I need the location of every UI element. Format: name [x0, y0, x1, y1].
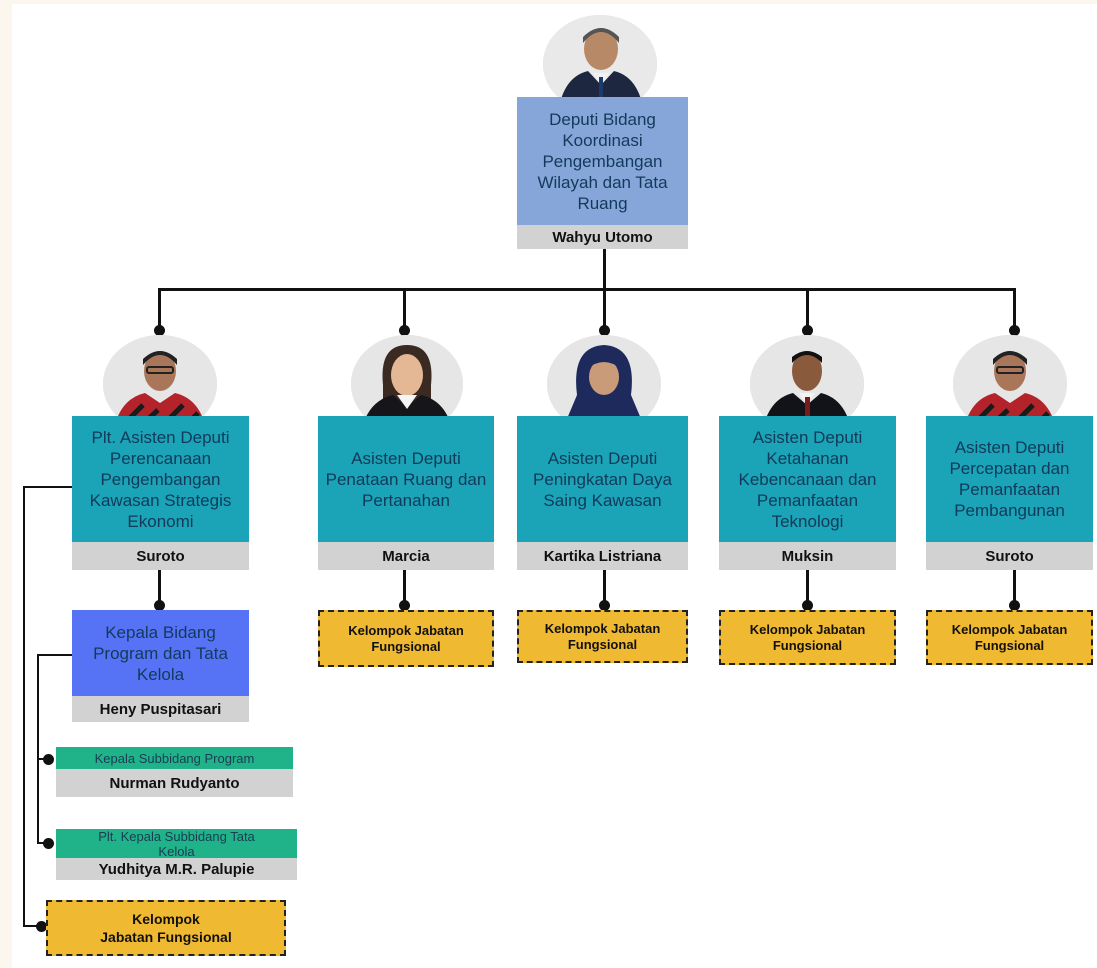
connector-line: [806, 570, 809, 610]
asdep-1-name-box: Suroto: [72, 542, 249, 570]
subbidang-2-name-box: Yudhitya M.R. Palupie: [56, 858, 297, 880]
connector-line: [23, 925, 43, 927]
asdep-4-group: Kelompok Jabatan Fungsional: [749, 621, 866, 653]
asdep-2-title: Asisten Deputi Penataan Ruang dan Pertan…: [325, 448, 487, 510]
connector-line: [158, 288, 161, 330]
bidang-name: Heny Puspitasari: [99, 700, 222, 718]
asdep-5-title: Asisten Deputi Percepatan dan Pemanfaata…: [949, 438, 1070, 520]
asdep-2-name: Marcia: [382, 547, 430, 565]
bidang-title-box: Kepala Bidang Program dan Tata Kelola: [72, 610, 249, 696]
asdep-4-name: Muksin: [781, 547, 834, 565]
connector-dot: [599, 600, 610, 611]
asdep-2-group: Kelompok Jabatan Fungsional: [348, 622, 464, 654]
asdep-5-name-box: Suroto: [926, 542, 1093, 570]
subbidang-1-name: Nurman Rudyanto: [109, 774, 240, 792]
subbidang-2-name: Yudhitya M.R. Palupie: [98, 860, 255, 878]
connector-line: [37, 654, 73, 656]
connector-line: [23, 486, 73, 488]
subbidang-1-title: Kepala Subbidang Program: [94, 750, 255, 766]
asdep-4-title-box: Asisten Deputi Ketahanan Kebencanaan dan…: [719, 416, 896, 542]
asdep-4-group-box: Kelompok Jabatan Fungsional: [719, 610, 896, 665]
asdep-3-title-box: Asisten Deputi Peningkatan Daya Saing Ka…: [517, 416, 688, 542]
asdep-5-title-box: Asisten Deputi Percepatan dan Pemanfaata…: [926, 416, 1093, 542]
bidang-title: Kepala Bidang Program dan Tata Kelola: [93, 622, 228, 684]
asdep-5-name: Suroto: [985, 547, 1034, 565]
left-group-line1: Kelompok: [132, 911, 200, 927]
connector-line: [603, 570, 606, 610]
connector-line: [1013, 288, 1016, 330]
asdep-5-group: Kelompok Jabatan Fungsional: [951, 621, 1068, 653]
connector-line: [403, 570, 406, 610]
connector-dot: [43, 838, 54, 849]
asdep-4-name-box: Muksin: [719, 542, 896, 570]
connector-dot: [43, 754, 54, 765]
connector-line: [158, 288, 1016, 291]
deputi-name-box: Wahyu Utomo: [517, 225, 688, 249]
connector-line: [37, 654, 39, 844]
asdep-1-title-box: Plt. Asisten Deputi Perencanaan Pengemba…: [72, 416, 249, 542]
deputi-title-box: Deputi Bidang Koordinasi Pengembangan Wi…: [517, 97, 688, 225]
asdep-3-title: Asisten Deputi Peningkatan Daya Saing Ka…: [533, 448, 672, 510]
connector-dot: [154, 600, 165, 611]
connector-dot: [399, 600, 410, 611]
asdep-5-group-box: Kelompok Jabatan Fungsional: [926, 610, 1093, 665]
connector-dot: [802, 600, 813, 611]
asdep-3-group-box: Kelompok Jabatan Fungsional: [517, 610, 688, 663]
connector-dot: [1009, 325, 1020, 336]
asdep-3-name: Kartika Listriana: [543, 547, 662, 565]
connector-dot: [154, 325, 165, 336]
connector-line: [1013, 570, 1016, 610]
connector-dot: [36, 921, 47, 932]
asdep-2-group-box: Kelompok Jabatan Fungsional: [318, 610, 494, 667]
connector-line: [603, 288, 606, 330]
subbidang-2-title-box: Plt. Kepala Subbidang Tata Kelola: [56, 829, 297, 858]
subbidang-2-title: Plt. Kepala Subbidang Tata Kelola: [98, 829, 255, 858]
avatar-deputi: [543, 15, 657, 113]
deputi-title: Deputi Bidang Koordinasi Pengembangan Wi…: [537, 109, 668, 213]
asdep-1-title: Plt. Asisten Deputi Perencanaan Pengemba…: [89, 427, 232, 531]
bidang-name-box: Heny Puspitasari: [72, 696, 249, 722]
asdep-4-title: Asisten Deputi Ketahanan Kebencanaan dan…: [738, 427, 877, 531]
asdep-3-name-box: Kartika Listriana: [517, 542, 688, 570]
subbidang-1-title-box: Kepala Subbidang Program: [56, 747, 293, 769]
connector-dot: [399, 325, 410, 336]
asdep-2-name-box: Marcia: [318, 542, 494, 570]
connector-line: [806, 288, 809, 330]
asdep-1-name: Suroto: [136, 547, 185, 565]
left-group-line2: Jabatan Fungsional: [100, 929, 232, 945]
connector-line: [23, 486, 25, 927]
connector-dot: [599, 325, 610, 336]
person-photo-icon: [547, 335, 661, 433]
left-group-box: Kelompok Jabatan Fungsional: [46, 900, 286, 956]
asdep-2-title-box: Asisten Deputi Penataan Ruang dan Pertan…: [318, 416, 494, 542]
connector-dot: [802, 325, 813, 336]
connector-line: [603, 247, 606, 290]
connector-line: [158, 570, 161, 604]
subbidang-1-name-box: Nurman Rudyanto: [56, 769, 293, 797]
deputi-name: Wahyu Utomo: [552, 228, 653, 246]
connector-dot: [1009, 600, 1020, 611]
person-photo-icon: [543, 15, 657, 113]
connector-line: [403, 288, 406, 330]
asdep-3-group: Kelompok Jabatan Fungsional: [544, 620, 661, 652]
